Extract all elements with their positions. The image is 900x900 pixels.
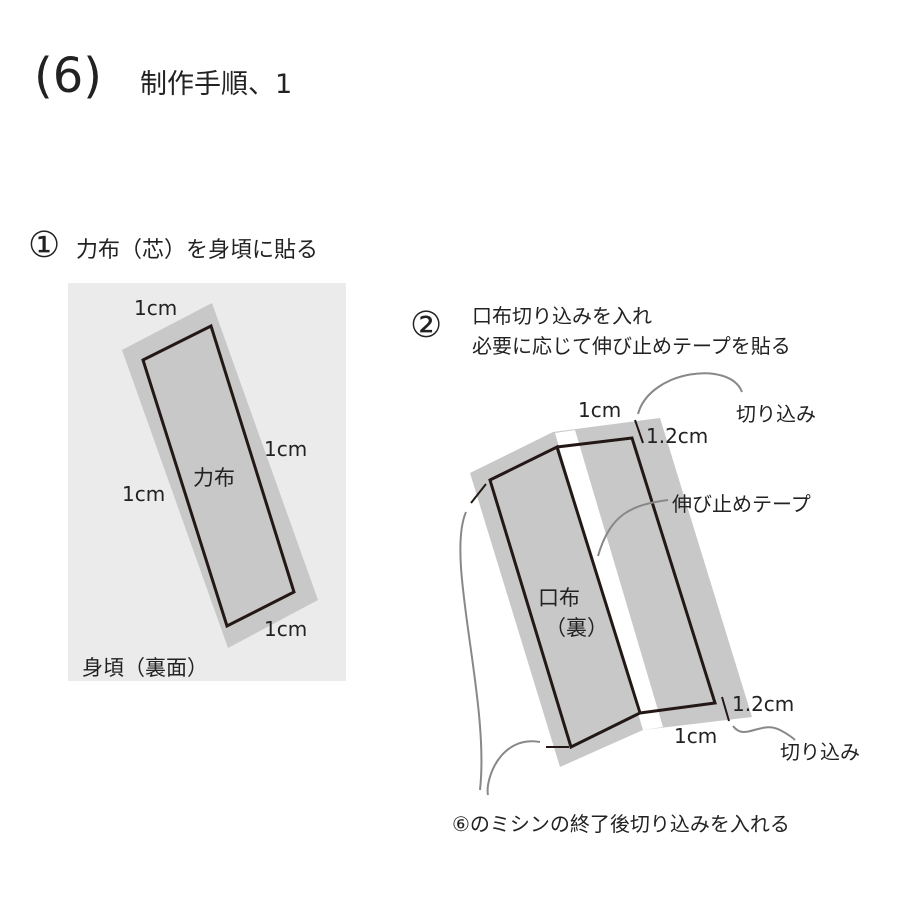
title-number: (6) [34,48,102,104]
facing-right-outline [556,436,717,715]
step2-heading-line2: 必要に応じて伸び止めテープを貼る [472,334,791,358]
reinforcement-outline [141,323,296,629]
step2-center-line2: （裏） [545,616,608,640]
step1-marker: ① [28,225,61,266]
step1-heading: 力布（芯）を身頃に貼る [76,238,319,263]
leader-bottom-notch [732,725,796,741]
leader-lines [459,372,796,796]
step2-top-1cm: 1cm [578,398,622,422]
step2-bottom-1.2cm: 1.2cm [732,692,795,716]
leader-top-notch [637,372,743,415]
step1-label-top: 1cm [134,296,178,320]
step2-top-notch: 切り込み [736,402,816,426]
step1-center-label: 力布 [193,466,235,490]
step2-heading-line1: 口布切り込みを入れ [472,304,652,328]
leader-tape [597,499,669,557]
stay-tape [555,430,663,730]
step1-label-left: 1cm [122,482,166,506]
notch-mark-bottom [721,696,730,722]
step2-top-1.2cm: 1.2cm [646,424,709,448]
notch-mark-left-top [470,483,487,504]
step2-bottom-notch: 切り込み [780,740,860,764]
step1-label-bottom: 1cm [264,617,308,641]
step2-bottom-1cm: 1cm [674,724,718,748]
step2-marker: ② [410,305,443,346]
step1-label-right: 1cm [264,437,308,461]
notch-mark-top [634,419,644,444]
step2-center-line1: 口布 [538,586,580,610]
leader-footer-2 [486,740,541,796]
step2-tape-label: 伸び止めテープ [672,492,811,516]
step1-base-label: 身頃（裏面） [82,656,208,680]
leader-footer-1 [459,511,483,791]
step2-footer: ⑥のミシンの終了後切り込みを入れる [452,812,790,836]
title-text: 制作手順、1 [140,69,293,100]
